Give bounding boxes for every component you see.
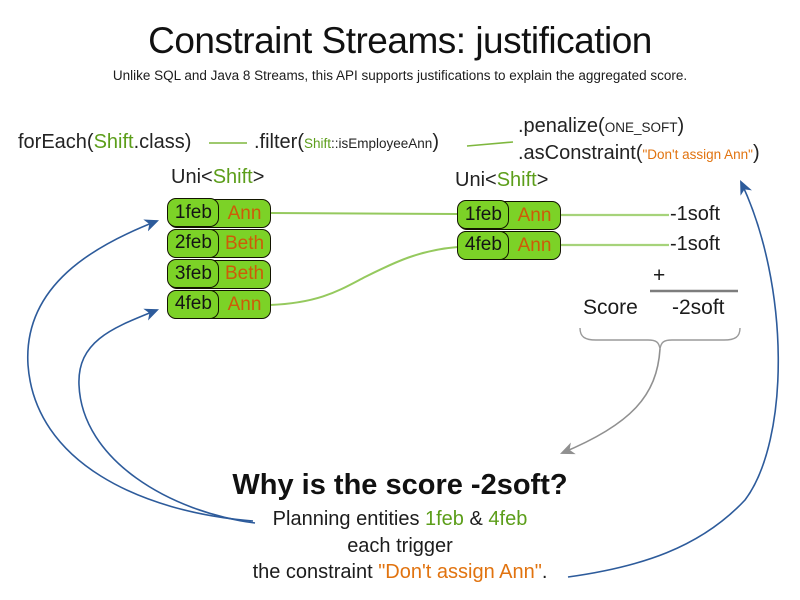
uni-type: Shift — [496, 169, 537, 191]
foreach-prefix: forEach( — [18, 131, 94, 153]
shift-date-cell: 2feb — [167, 228, 220, 258]
uni-type: Shift — [212, 166, 253, 188]
table-row-3feb: 3feb Beth — [167, 259, 271, 289]
table-row-1feb-match: 1feb Ann — [457, 200, 561, 230]
asconstraint-suffix: ) — [752, 142, 760, 164]
why-line-entities: Planning entities 1feb & 4feb — [0, 508, 800, 531]
match1-score: -1soft — [670, 203, 721, 225]
code-filter: .filter(Shift::isEmployeeAnn) — [254, 131, 439, 154]
score-label: Score — [583, 296, 638, 319]
uni-prefix: Uni< — [171, 166, 213, 188]
summation-brace — [579, 327, 741, 350]
why-line3-suffix: . — [541, 561, 548, 583]
shift-employee-cell: Beth — [224, 263, 265, 285]
filter-class: Shift — [304, 136, 332, 151]
shift-date-cell: 1feb — [457, 200, 510, 230]
left-shift-table: 1feb Ann 2feb Beth 3feb Beth 4feb Ann — [167, 198, 271, 321]
shift-date-cell: 4feb — [167, 289, 220, 319]
uni-shift-label-left: Uni<Shift> — [171, 166, 264, 189]
filter-suffix: ) — [432, 131, 439, 153]
shift-employee-cell: Ann — [517, 204, 552, 226]
asconstraint-prefix: .asConstraint( — [518, 142, 643, 164]
score-total: -2soft — [672, 296, 725, 319]
foreach-suffix: .class) — [133, 131, 192, 153]
table-row-4feb-match: 4feb Ann — [457, 230, 561, 261]
shift-date-cell: 3feb — [167, 259, 220, 289]
why-line-trigger: each trigger — [347, 535, 453, 557]
filter-prefix: .filter( — [254, 131, 304, 153]
shift-date-cell: 1feb — [167, 198, 220, 228]
match2-score: -1soft — [670, 233, 721, 255]
uni-suffix: > — [252, 166, 265, 188]
why-line3-prefix: the constraint — [252, 561, 379, 583]
code-foreach: forEach(Shift.class) — [18, 131, 191, 154]
why-line1-prefix: Planning entities — [272, 508, 425, 530]
connector-4feb-match — [269, 246, 459, 306]
why-line1-amp: & — [463, 508, 489, 530]
table-row-1feb: 1feb Ann — [167, 198, 271, 228]
connector-1feb-match — [270, 212, 458, 215]
table-row-4feb: 4feb Ann — [167, 289, 271, 320]
penalize-suffix: ) — [677, 115, 685, 137]
shift-date-cell: 4feb — [457, 230, 510, 260]
code-penalize: .penalize(ONE_SOFT) — [518, 115, 684, 138]
why-heading: Why is the score -2soft? — [232, 469, 568, 501]
connector-filter-penalize — [466, 141, 514, 147]
shift-employee-cell: Beth — [224, 232, 265, 254]
filtered-shift-table: 1feb Ann 4feb Ann — [457, 200, 561, 262]
arrow-score-to-why — [560, 348, 661, 455]
plus-sign: + — [653, 264, 666, 287]
why-entity-4feb: 4feb — [488, 508, 528, 530]
page-subtitle: Unlike SQL and Java 8 Streams, this API … — [112, 68, 688, 83]
page-title: Constraint Streams: justification — [148, 20, 652, 61]
shift-employee-cell: Ann — [227, 202, 262, 224]
asconstraint-arg: "Don't assign Ann" — [642, 147, 753, 162]
code-asconstraint: .asConstraint("Don't assign Ann") — [518, 142, 760, 165]
penalize-prefix: .penalize( — [518, 115, 605, 137]
uni-suffix: > — [536, 169, 549, 191]
why-constraint-name: "Don't assign Ann" — [378, 561, 542, 583]
table-row-2feb: 2feb Beth — [167, 228, 271, 259]
shift-employee-cell: Ann — [517, 234, 552, 256]
uni-shift-label-right: Uni<Shift> — [455, 169, 548, 192]
shift-employee-cell: Ann — [227, 293, 262, 315]
foreach-class: Shift — [93, 131, 134, 153]
why-entity-1feb: 1feb — [425, 508, 464, 530]
penalize-arg: ONE_SOFT — [604, 120, 678, 135]
filter-method: ::isEmployeeAnn — [331, 136, 433, 151]
uni-prefix: Uni< — [455, 169, 497, 191]
why-line-constraint: the constraint "Don't assign Ann". — [0, 561, 800, 584]
